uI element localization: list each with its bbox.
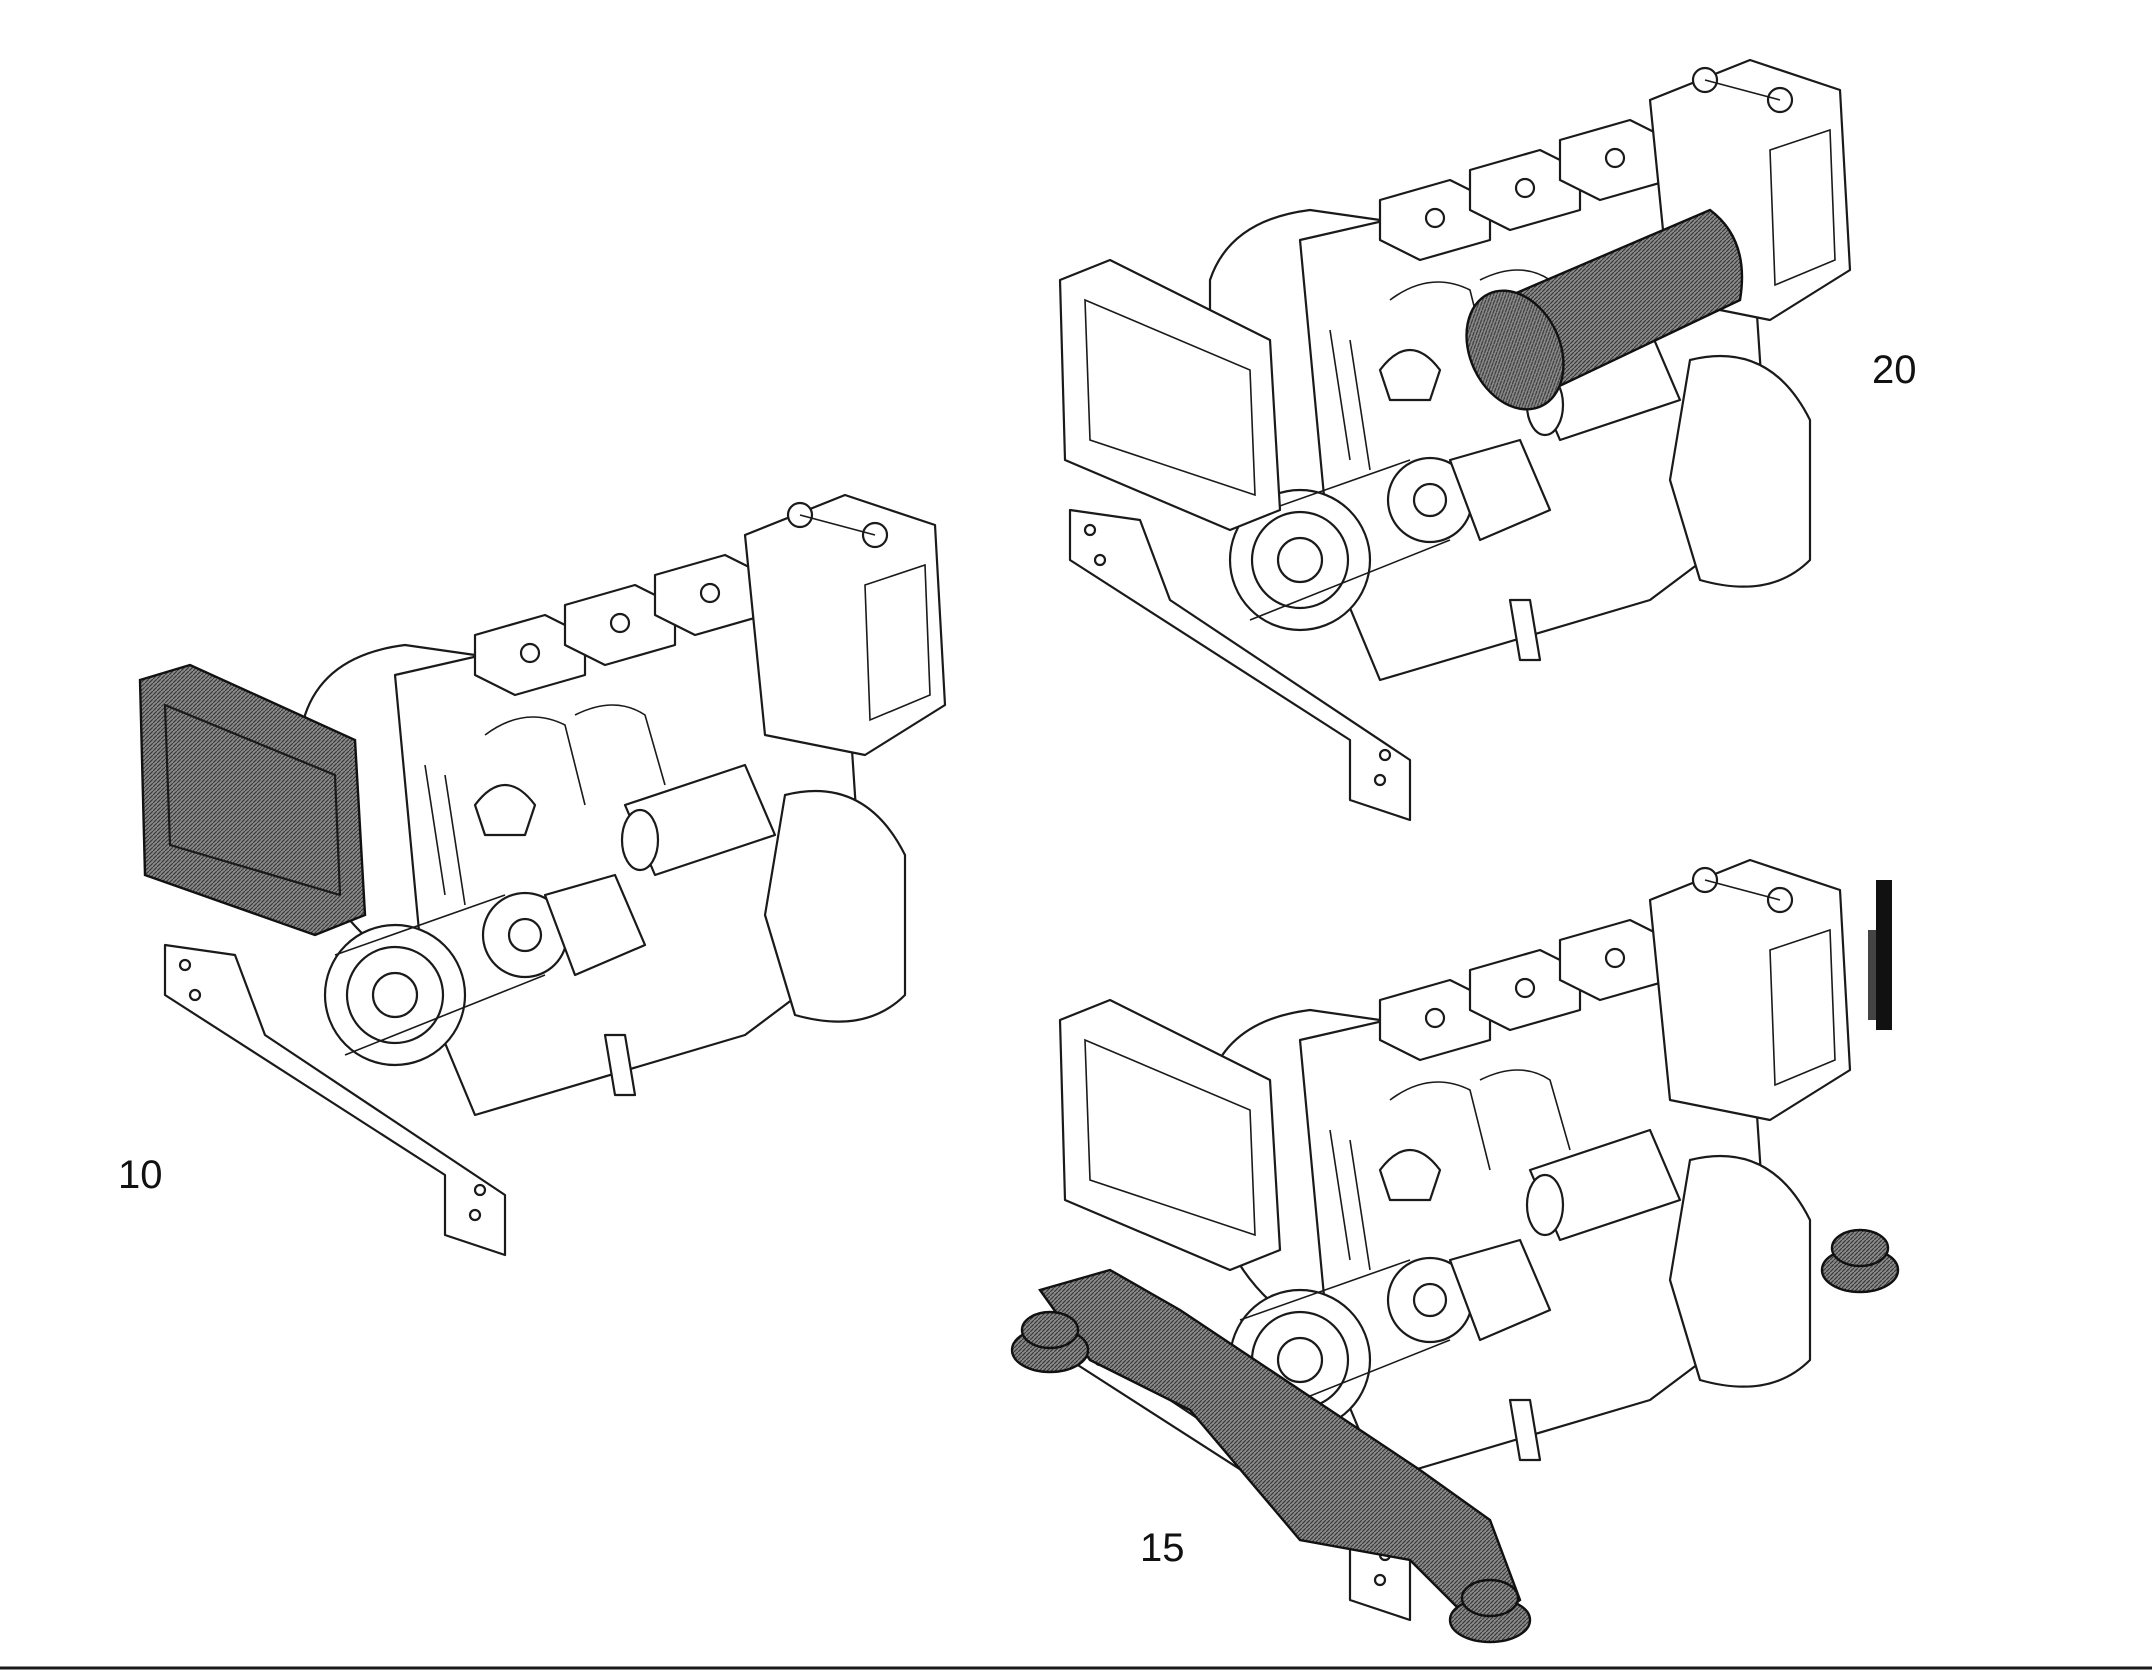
air-filter-shaded <box>1465 208 1744 411</box>
engine-assembly-10 <box>138 493 947 1257</box>
engine-assembly-15 <box>1010 858 1900 1644</box>
mounting-frame-shaded <box>1010 1228 1900 1644</box>
callout-20: 20 <box>1872 348 1917 392</box>
callout-15: 15 <box>1140 1526 1185 1570</box>
engine-assembly-20 <box>1058 58 1852 822</box>
scan-mark <box>1868 880 1892 1030</box>
callout-10: 10 <box>118 1153 163 1197</box>
air-intake-screen-shaded <box>138 663 367 937</box>
